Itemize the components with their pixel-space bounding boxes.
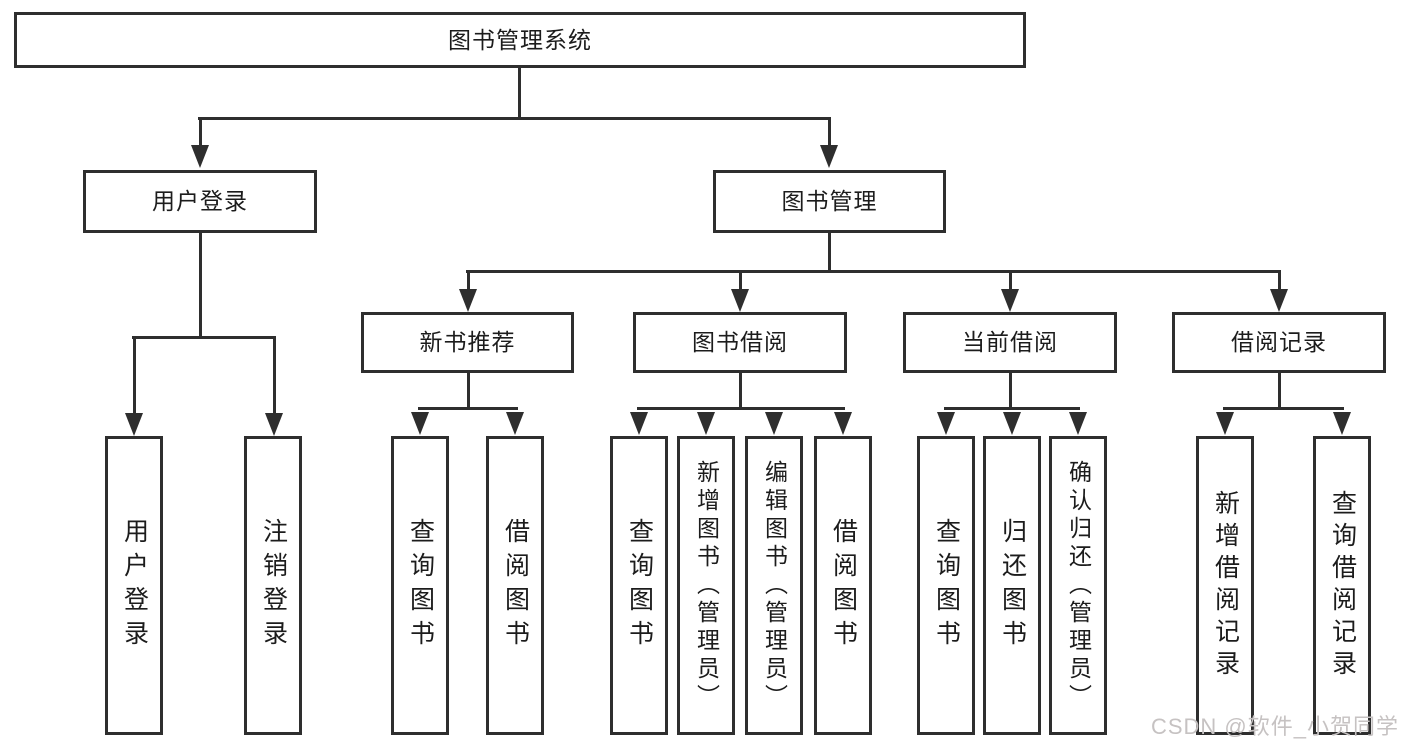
arrowhead-down — [1216, 412, 1234, 435]
node-borrowing-records: 借阅记录 — [1172, 312, 1386, 373]
connector-line — [1278, 373, 1281, 410]
leaf-user-login: 用户登录 — [105, 436, 163, 735]
node-book-management: 图书管理 — [713, 170, 946, 233]
leaf-query-books-borrowing: 查询图书 — [610, 436, 668, 735]
node-label: 查询图书 — [406, 517, 435, 654]
node-label: 编辑图书（管理员） — [761, 459, 788, 712]
leaf-query-borrow-record: 查询借阅记录 — [1313, 436, 1371, 735]
node-label: 当前借阅 — [962, 329, 1058, 355]
node-label: 图书管理系统 — [448, 26, 592, 53]
arrowhead-down — [630, 412, 648, 435]
node-label: 新书推荐 — [419, 329, 516, 355]
node-label: 归还图书 — [998, 517, 1027, 654]
node-label: 查询图书 — [625, 517, 654, 654]
connector-line — [467, 373, 470, 410]
node-label: 图书管理 — [781, 188, 878, 214]
node-label: 借阅图书 — [829, 517, 858, 654]
leaf-confirm-return-admin: 确认归还（管理员） — [1049, 436, 1107, 735]
arrowhead-down — [1270, 289, 1288, 312]
arrowhead-down — [765, 412, 783, 435]
arrowhead-down — [937, 412, 955, 435]
node-label: 借阅记录 — [1231, 329, 1327, 355]
node-label: 查询图书 — [932, 517, 961, 654]
connector-line — [518, 68, 521, 120]
node-new-book-recommend: 新书推荐 — [361, 312, 574, 373]
node-label: 注销登录 — [259, 517, 288, 654]
connector-line — [1009, 273, 1012, 291]
connector-line — [133, 339, 136, 415]
arrowhead-down — [1069, 412, 1087, 435]
node-label: 用户登录 — [152, 188, 248, 214]
arrowhead-down — [697, 412, 715, 435]
leaf-query-books-recommend: 查询图书 — [391, 436, 449, 735]
arrowhead-down — [265, 413, 283, 436]
connector-line — [418, 407, 518, 410]
connector-line — [637, 407, 845, 410]
arrowhead-down — [1001, 289, 1019, 312]
connector-line — [198, 117, 831, 120]
leaf-return-books: 归还图书 — [983, 436, 1041, 735]
node-book-borrowing: 图书借阅 — [633, 312, 847, 373]
arrowhead-down — [191, 145, 209, 168]
connector-line — [132, 336, 276, 339]
arrowhead-down — [820, 145, 838, 168]
node-label: 查询借阅记录 — [1328, 489, 1357, 682]
connector-line — [1223, 407, 1344, 410]
connector-line — [273, 339, 276, 415]
node-library-management-system: 图书管理系统 — [14, 12, 1026, 68]
node-label: 图书借阅 — [692, 329, 788, 355]
leaf-add-borrow-record: 新增借阅记录 — [1196, 436, 1254, 735]
csdn-watermark: CSDN @软件_小贺同学 — [1150, 714, 1399, 739]
node-label: 用户登录 — [120, 517, 149, 654]
leaf-logout: 注销登录 — [244, 436, 302, 735]
node-label: 新增图书（管理员） — [693, 459, 720, 712]
arrowhead-down — [506, 412, 524, 435]
arrowhead-down — [1333, 412, 1351, 435]
connector-line — [466, 270, 1281, 273]
connector-line — [199, 233, 202, 339]
connector-line — [828, 233, 831, 273]
arrowhead-down — [834, 412, 852, 435]
connector-line — [739, 373, 742, 410]
node-label: 借阅图书 — [501, 517, 530, 654]
arrowhead-down — [1003, 412, 1021, 435]
connector-line — [828, 120, 831, 148]
leaf-add-books-admin: 新增图书（管理员） — [677, 436, 735, 735]
leaf-edit-books-admin: 编辑图书（管理员） — [745, 436, 803, 735]
node-label: 确认归还（管理员） — [1065, 459, 1092, 712]
node-label: 新增借阅记录 — [1211, 489, 1240, 682]
node-current-borrowing: 当前借阅 — [903, 312, 1117, 373]
connector-line — [1009, 373, 1012, 410]
connector-line — [199, 120, 202, 148]
connector-line — [944, 407, 1080, 410]
arrowhead-down — [125, 413, 143, 436]
leaf-borrow-books: 借阅图书 — [814, 436, 872, 735]
node-user-login: 用户登录 — [83, 170, 317, 233]
connector-line — [1278, 273, 1281, 291]
arrowhead-down — [731, 289, 749, 312]
connector-line — [739, 273, 742, 291]
leaf-query-books-current: 查询图书 — [917, 436, 975, 735]
arrowhead-down — [411, 412, 429, 435]
arrowhead-down — [459, 289, 477, 312]
leaf-borrow-books-recommend: 借阅图书 — [486, 436, 544, 735]
connector-line — [467, 273, 470, 291]
